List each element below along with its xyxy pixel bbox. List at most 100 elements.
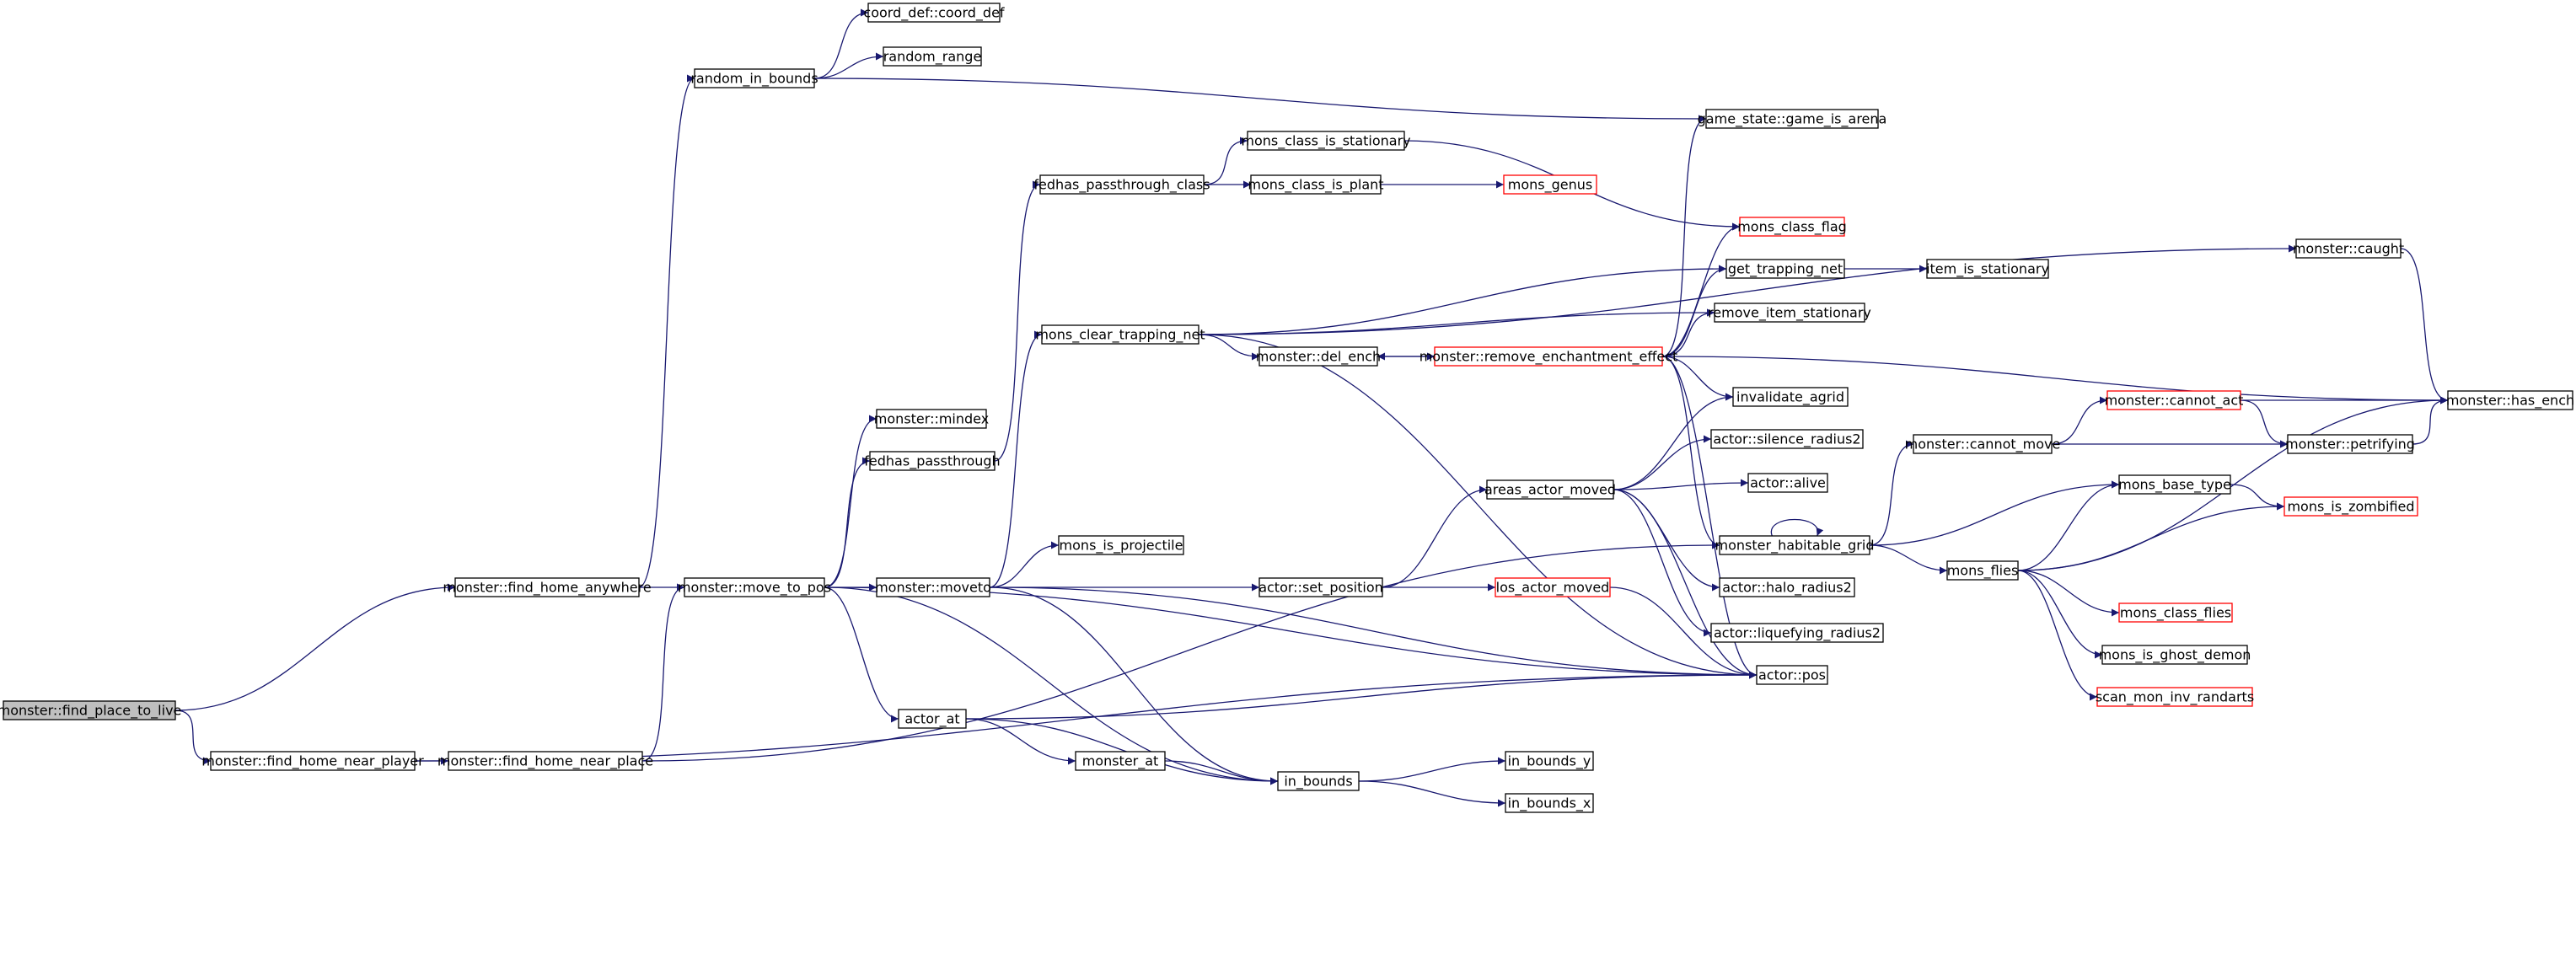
node-box-actor_pos[interactable] [1756,665,1828,685]
node-has_ench[interactable]: monster::has_ench [2446,390,2574,410]
node-box-mons_is_zombified[interactable] [2284,496,2418,517]
node-box-find_home_near_place[interactable] [448,751,643,771]
node-in_bounds[interactable]: in_bounds [1277,771,1360,791]
node-box-move_to_pos[interactable] [684,577,825,597]
node-mons_is_projectile[interactable]: mons_is_projectile [1058,535,1184,555]
node-box-set_position[interactable] [1258,577,1383,597]
node-box-moveto[interactable] [876,577,990,597]
node-box-los_actor_moved[interactable] [1495,577,1611,597]
node-in_bounds_y[interactable]: in_bounds_y [1505,751,1594,771]
node-alive[interactable]: actor::alive [1747,473,1828,493]
node-box-random_range[interactable] [883,46,982,67]
node-item_is_stationary[interactable]: item_is_stationary [1926,259,2049,279]
node-box-mons_class_flies[interactable] [2118,602,2233,623]
node-box-monster_at[interactable] [1075,751,1166,771]
node-box-get_trapping_net[interactable] [1725,259,1845,279]
node-monster_habitable_grid[interactable]: monster_habitable_grid [1715,535,1875,555]
node-box-in_bounds[interactable] [1277,771,1360,791]
node-liquefying_radius2[interactable]: actor::liquefying_radius2 [1710,623,1884,643]
node-invalidate_agrid[interactable]: invalidate_agrid [1732,387,1849,407]
node-box-mons_is_ghost_demon[interactable] [2101,645,2248,665]
node-find_home_anywhere[interactable]: monster::find_home_anywhere [443,577,652,597]
node-box-fedhas_passthrough[interactable] [869,451,996,471]
node-box-mons_genus[interactable] [1503,174,1597,195]
node-halo_radius2[interactable]: actor::halo_radius2 [1719,577,1855,597]
node-box-caught[interactable] [2295,238,2402,259]
node-fedhas_passthrough_class[interactable]: fedhas_passthrough_class [1033,174,1210,195]
node-silence_radius2[interactable]: actor::silence_radius2 [1710,429,1864,449]
node-los_actor_moved[interactable]: los_actor_moved [1495,577,1611,597]
node-in_bounds_x[interactable]: in_bounds_x [1505,793,1594,813]
node-box-mons_clear_trapping_net[interactable] [1041,324,1199,345]
node-box-game_is_arena[interactable] [1705,109,1879,129]
node-scan_mon_inv_randarts[interactable]: scan_mon_inv_randarts [2096,687,2254,707]
node-box-mons_is_projectile[interactable] [1058,535,1184,555]
node-monster_at[interactable]: monster_at [1075,751,1166,771]
node-mons_genus[interactable]: mons_genus [1503,174,1597,195]
node-box-in_bounds_y[interactable] [1505,751,1594,771]
node-box-remove_item_stationary[interactable] [1714,303,1865,323]
node-fedhas_passthrough[interactable]: fedhas_passthrough [864,451,1001,471]
node-mons_class_flies[interactable]: mons_class_flies [2118,602,2233,623]
node-mindex[interactable]: monster::mindex [874,409,989,429]
node-box-mons_base_type[interactable] [2118,474,2231,495]
node-actor_pos[interactable]: actor::pos [1756,665,1828,685]
node-moveto[interactable]: monster::moveto [875,577,991,597]
node-mons_class_flag[interactable]: mons_class_flag [1737,217,1847,237]
node-box-invalidate_agrid[interactable] [1732,387,1849,407]
node-box-fedhas_passthrough_class[interactable] [1039,174,1205,195]
node-mons_base_type[interactable]: mons_base_type [2118,474,2231,495]
node-box-mons_class_flag[interactable] [1739,217,1845,237]
node-find_home_near_place[interactable]: monster::find_home_near_place [437,751,653,771]
node-box-actor_at[interactable] [898,709,967,729]
node-set_position[interactable]: actor::set_position [1258,577,1383,597]
node-cannot_move[interactable]: monster::cannot_move [1905,434,2061,454]
node-box-mindex[interactable] [876,409,987,429]
node-box-find_home_anywhere[interactable] [454,577,640,597]
node-box-mons_flies[interactable] [1946,560,2019,581]
node-box-in_bounds_x[interactable] [1505,793,1594,813]
node-get_trapping_net[interactable]: get_trapping_net [1725,259,1845,279]
node-game_is_arena[interactable]: game_state::game_is_arena [1698,109,1887,129]
node-box-coord_def[interactable] [867,3,1001,23]
node-box-item_is_stationary[interactable] [1926,259,2049,279]
node-box-random_in_bounds[interactable] [694,68,815,88]
node-mons_flies[interactable]: mons_flies [1946,560,2019,581]
node-box-del_ench[interactable] [1258,346,1378,367]
node-areas_actor_moved[interactable]: areas_actor_moved [1484,479,1616,500]
node-find_place_to_live[interactable]: monster::find_place_to_live [0,700,181,720]
node-box-scan_mon_inv_randarts[interactable] [2096,687,2253,707]
node-mons_class_is_plant[interactable]: mons_class_is_plant [1248,174,1384,195]
node-mons_class_is_stationary[interactable]: mons_class_is_stationary [1241,131,1411,151]
node-box-areas_actor_moved[interactable] [1486,479,1614,500]
node-box-has_ench[interactable] [2447,390,2573,410]
node-box-find_home_near_player[interactable] [210,751,416,771]
node-coord_def[interactable]: coord_def::coord_def [863,3,1005,23]
node-petrifying[interactable]: monster::petrifying [2285,434,2415,454]
node-box-liquefying_radius2[interactable] [1710,623,1884,643]
node-remove_item_stationary[interactable]: remove_item_stationary [1708,303,1871,323]
node-remove_enchantment_effect[interactable]: monster::remove_enchantment_effect [1419,346,1678,367]
node-random_range[interactable]: random_range [883,46,982,67]
node-find_home_near_player[interactable]: monster::find_home_near_player [201,751,424,771]
node-box-remove_enchantment_effect[interactable] [1434,346,1663,367]
node-box-cannot_act[interactable] [2106,390,2241,410]
node-mons_clear_trapping_net[interactable]: mons_clear_trapping_net [1035,324,1205,345]
node-box-silence_radius2[interactable] [1710,429,1864,449]
node-random_in_bounds[interactable]: random_in_bounds [690,68,818,88]
node-box-petrifying[interactable] [2287,434,2413,454]
node-del_ench[interactable]: monster::del_ench [1256,346,1381,367]
node-mons_is_zombified[interactable]: mons_is_zombified [2284,496,2418,517]
node-actor_at[interactable]: actor_at [898,709,967,729]
node-caught[interactable]: monster::caught [2293,238,2404,259]
node-box-mons_class_is_plant[interactable] [1250,174,1382,195]
node-box-monster_habitable_grid[interactable] [1719,535,1870,555]
node-box-cannot_move[interactable] [1913,434,2053,454]
node-mons_is_ghost_demon[interactable]: mons_is_ghost_demon [2099,645,2251,665]
node-box-find_place_to_live[interactable] [3,700,176,720]
node-box-mons_class_is_stationary[interactable] [1247,131,1405,151]
node-box-halo_radius2[interactable] [1719,577,1855,597]
node-cannot_act[interactable]: monster::cannot_act [2105,390,2244,410]
node-box-alive[interactable] [1747,473,1828,493]
node-move_to_pos[interactable]: monster::move_to_pos [678,577,831,597]
